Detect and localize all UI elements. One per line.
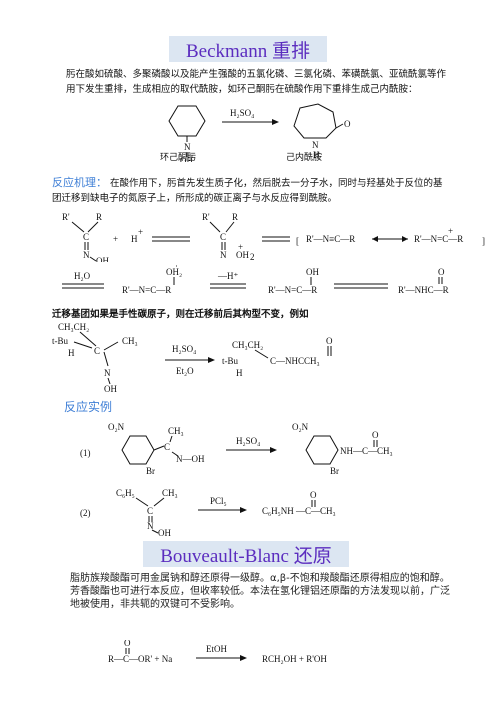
example-1-scheme: (1) O₂N CH₃ C N—OH Br H₂SO₄ O₂N NH—C—CH₃… [80, 422, 393, 476]
svg-text:CH₃: CH₃ [168, 426, 184, 436]
svg-text:H: H [313, 150, 320, 160]
beckmann-title: Beckmann 重排 [169, 36, 327, 62]
svg-text:C: C [147, 506, 153, 516]
examples-label: 反应实例 [64, 400, 113, 414]
reactant-name: 环己酮肟 [160, 152, 196, 162]
migration-text: 迁移基团如果是手性碳原子，则在迁移前后其构型不变，例如 [52, 309, 309, 320]
svg-text:Br: Br [330, 466, 339, 476]
svg-text:+: + [113, 234, 118, 244]
svg-text:C: C [83, 232, 89, 242]
svg-text:O₂N: O₂N [108, 422, 125, 432]
example-1-reagent: H₂SO₄ [236, 436, 260, 446]
example-2-label: (2) [80, 508, 91, 518]
svg-text:C—NHCCH₃: C—NHCCH₃ [270, 356, 320, 366]
svg-text:2: 2 [250, 252, 255, 262]
svg-text:OH: OH [158, 528, 171, 536]
svg-text:O: O [372, 430, 379, 440]
example-1-label: (1) [80, 448, 91, 458]
svg-text:H: H [131, 234, 138, 244]
svg-text:C: C [164, 442, 170, 452]
svg-text:CH₃CH₂: CH₃CH₂ [232, 340, 263, 350]
svg-text:C₆H₅NH —C—CH₃: C₆H₅NH —C—CH₃ [262, 506, 336, 516]
product-name: 己内酰胺 [286, 151, 322, 162]
caprolactam-scheme: N OH 环己酮肟 H₂SO₄ O N H 己内酰胺 [160, 103, 351, 162]
svg-text:O: O [344, 119, 351, 129]
svg-text:—H⁺: —H⁺ [217, 271, 238, 281]
svg-text:OH: OH [306, 267, 319, 277]
svg-text:]: ] [482, 236, 485, 246]
chiral-reagent-bottom: Et₂O [176, 366, 194, 376]
svg-text:N: N [220, 250, 227, 260]
svg-text:R': R' [62, 212, 70, 222]
svg-text:R'—NHC—R: R'—NHC—R [398, 285, 449, 295]
svg-text:N: N [147, 521, 154, 531]
svg-text:N: N [312, 140, 319, 150]
svg-text:N: N [83, 250, 90, 260]
svg-text:O: O [124, 640, 131, 648]
svg-text:N: N [104, 368, 111, 378]
svg-text:N—OH: N—OH [176, 454, 205, 464]
svg-text:O: O [326, 336, 333, 346]
svg-text:R'—N=C—R: R'—N=C—R [414, 234, 463, 244]
example-2-reagent: PCl₅ [210, 496, 227, 506]
mechanism-row-2: H₂O OH₂+ R'—N=C—R —H⁺ OH R'—N=C—R O R'—N… [62, 265, 449, 295]
mechanism-label: 反应机理： [52, 176, 107, 189]
svg-text:OH: OH [180, 156, 193, 162]
bouveault-text: 脂肪族羧酸酯可用金属钠和醇还原得一级醇。α,β-不饱和羧酸酯还原得相应的饱和醇。… [70, 573, 450, 610]
svg-text:OH: OH [104, 384, 117, 394]
svg-text:OH: OH [96, 256, 109, 262]
svg-text:C₆H₅: C₆H₅ [116, 488, 135, 498]
bouveault-equation: O R—C—OR' + Na EtOH RCH₂OH + R'OH [108, 640, 327, 664]
svg-text:t-Bu: t-Bu [52, 336, 69, 346]
reagent-label: H₂SO₄ [230, 108, 254, 118]
svg-text:R: R [96, 212, 102, 222]
chiral-reagent-top: H₂SO₄ [172, 344, 196, 354]
svg-text:O₂N: O₂N [292, 422, 309, 432]
svg-text:+: + [138, 227, 143, 237]
svg-text:H: H [236, 368, 243, 378]
svg-text:CH₃: CH₃ [162, 488, 178, 498]
svg-text:+: + [174, 265, 179, 270]
svg-text:H₂O: H₂O [74, 271, 91, 281]
bouveault-title: Bouveault-Blanc 还原 [143, 541, 349, 567]
svg-text:C: C [220, 232, 226, 242]
svg-text:R': R' [202, 212, 210, 222]
svg-text:O: O [310, 490, 317, 500]
chiral-example-scheme: CH₃CH₂ t-Bu H C CH₃ N OH H₂SO₄ Et₂O CH₃C… [52, 322, 333, 394]
equation-right: RCH₂OH + R'OH [262, 654, 327, 664]
example-2-scheme: (2) C₆H₅ CH₃ C N OH PCl₅ C₆H₅NH —C—CH₃ O [80, 488, 336, 536]
svg-text:CH₃: CH₃ [122, 336, 138, 346]
svg-text:O: O [438, 267, 445, 277]
mechanism-paragraph: 反应机理： 在酸作用下，肟首先发生质子化，然后脱去一分子水，同时与羟基处于反位的… [52, 175, 452, 206]
svg-text:+: + [238, 242, 243, 252]
mechanism-text: 在酸作用下，肟首先发生质子化，然后脱去一分子水，同时与羟基处于反位的基团迁移到缺… [52, 178, 443, 204]
equation-reagent: EtOH [206, 644, 227, 654]
svg-text:N: N [184, 142, 191, 152]
svg-text:NH—C—CH₃: NH—C—CH₃ [340, 446, 393, 456]
svg-text:[: [ [296, 236, 299, 246]
svg-text:R'—N=C—R: R'—N=C—R [122, 285, 171, 295]
beckmann-intro: 肟在酸如硫酸、多聚磷酸以及能产生强酸的五氯化磷、三氯化磷、苯磺酰氯、亚硫酰氯等作… [66, 69, 447, 95]
svg-text:Br: Br [146, 466, 155, 476]
svg-text:R'—N=C—R: R'—N=C—R [268, 285, 317, 295]
svg-text:OH₂: OH₂ [166, 267, 182, 277]
svg-text:H: H [68, 348, 75, 358]
svg-text:C: C [94, 346, 100, 356]
svg-text:R: R [232, 212, 238, 222]
svg-text:OH: OH [236, 250, 249, 260]
svg-text:CH₃CH₂: CH₃CH₂ [58, 322, 89, 332]
svg-text:t-Bu: t-Bu [222, 356, 239, 366]
svg-text:+: + [448, 226, 453, 236]
svg-text:R'—N≡C—R: R'—N≡C—R [306, 234, 355, 244]
equation-left: R—C—OR' + Na [108, 654, 172, 664]
